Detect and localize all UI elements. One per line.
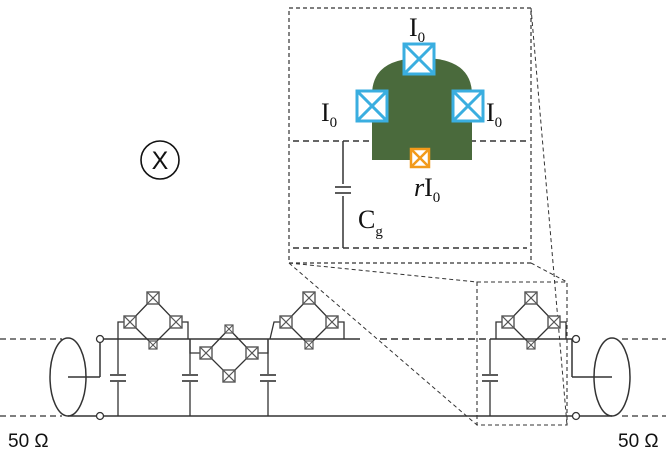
label-capacitor: Cg — [358, 205, 383, 240]
unit-cell-box — [476, 281, 568, 426]
flux-symbol: X — [140, 140, 180, 180]
label-junction-right: I0 — [486, 98, 502, 131]
coax-right — [593, 337, 631, 417]
squid-loop-1 — [117, 291, 189, 350]
ground-capacitor-4 — [481, 339, 499, 416]
squid-loop-3 — [269, 291, 345, 350]
ground-capacitor-1 — [109, 339, 127, 416]
zoom-guides — [288, 7, 568, 426]
squid-loop-2 — [189, 324, 269, 383]
coupling-capacitor — [334, 186, 352, 194]
svg-text:X: X — [152, 147, 169, 175]
transmission-line — [0, 281, 666, 426]
label-junction-top: I0 — [409, 13, 425, 46]
junction-left — [355, 89, 389, 123]
squid-loop-4 — [495, 291, 567, 350]
inset-box: I0 I0 I0 rI0 Cg — [288, 7, 532, 264]
junction-top — [402, 42, 436, 76]
label-junction-left: I0 — [321, 98, 337, 131]
superconducting-island — [372, 58, 472, 160]
junction-small — [409, 147, 431, 169]
impedance-right-label: 50 Ω — [618, 431, 659, 450]
junction-right — [451, 89, 485, 123]
label-junction-small: rI0 — [414, 173, 440, 206]
impedance-left-label: 50 Ω — [8, 431, 49, 450]
